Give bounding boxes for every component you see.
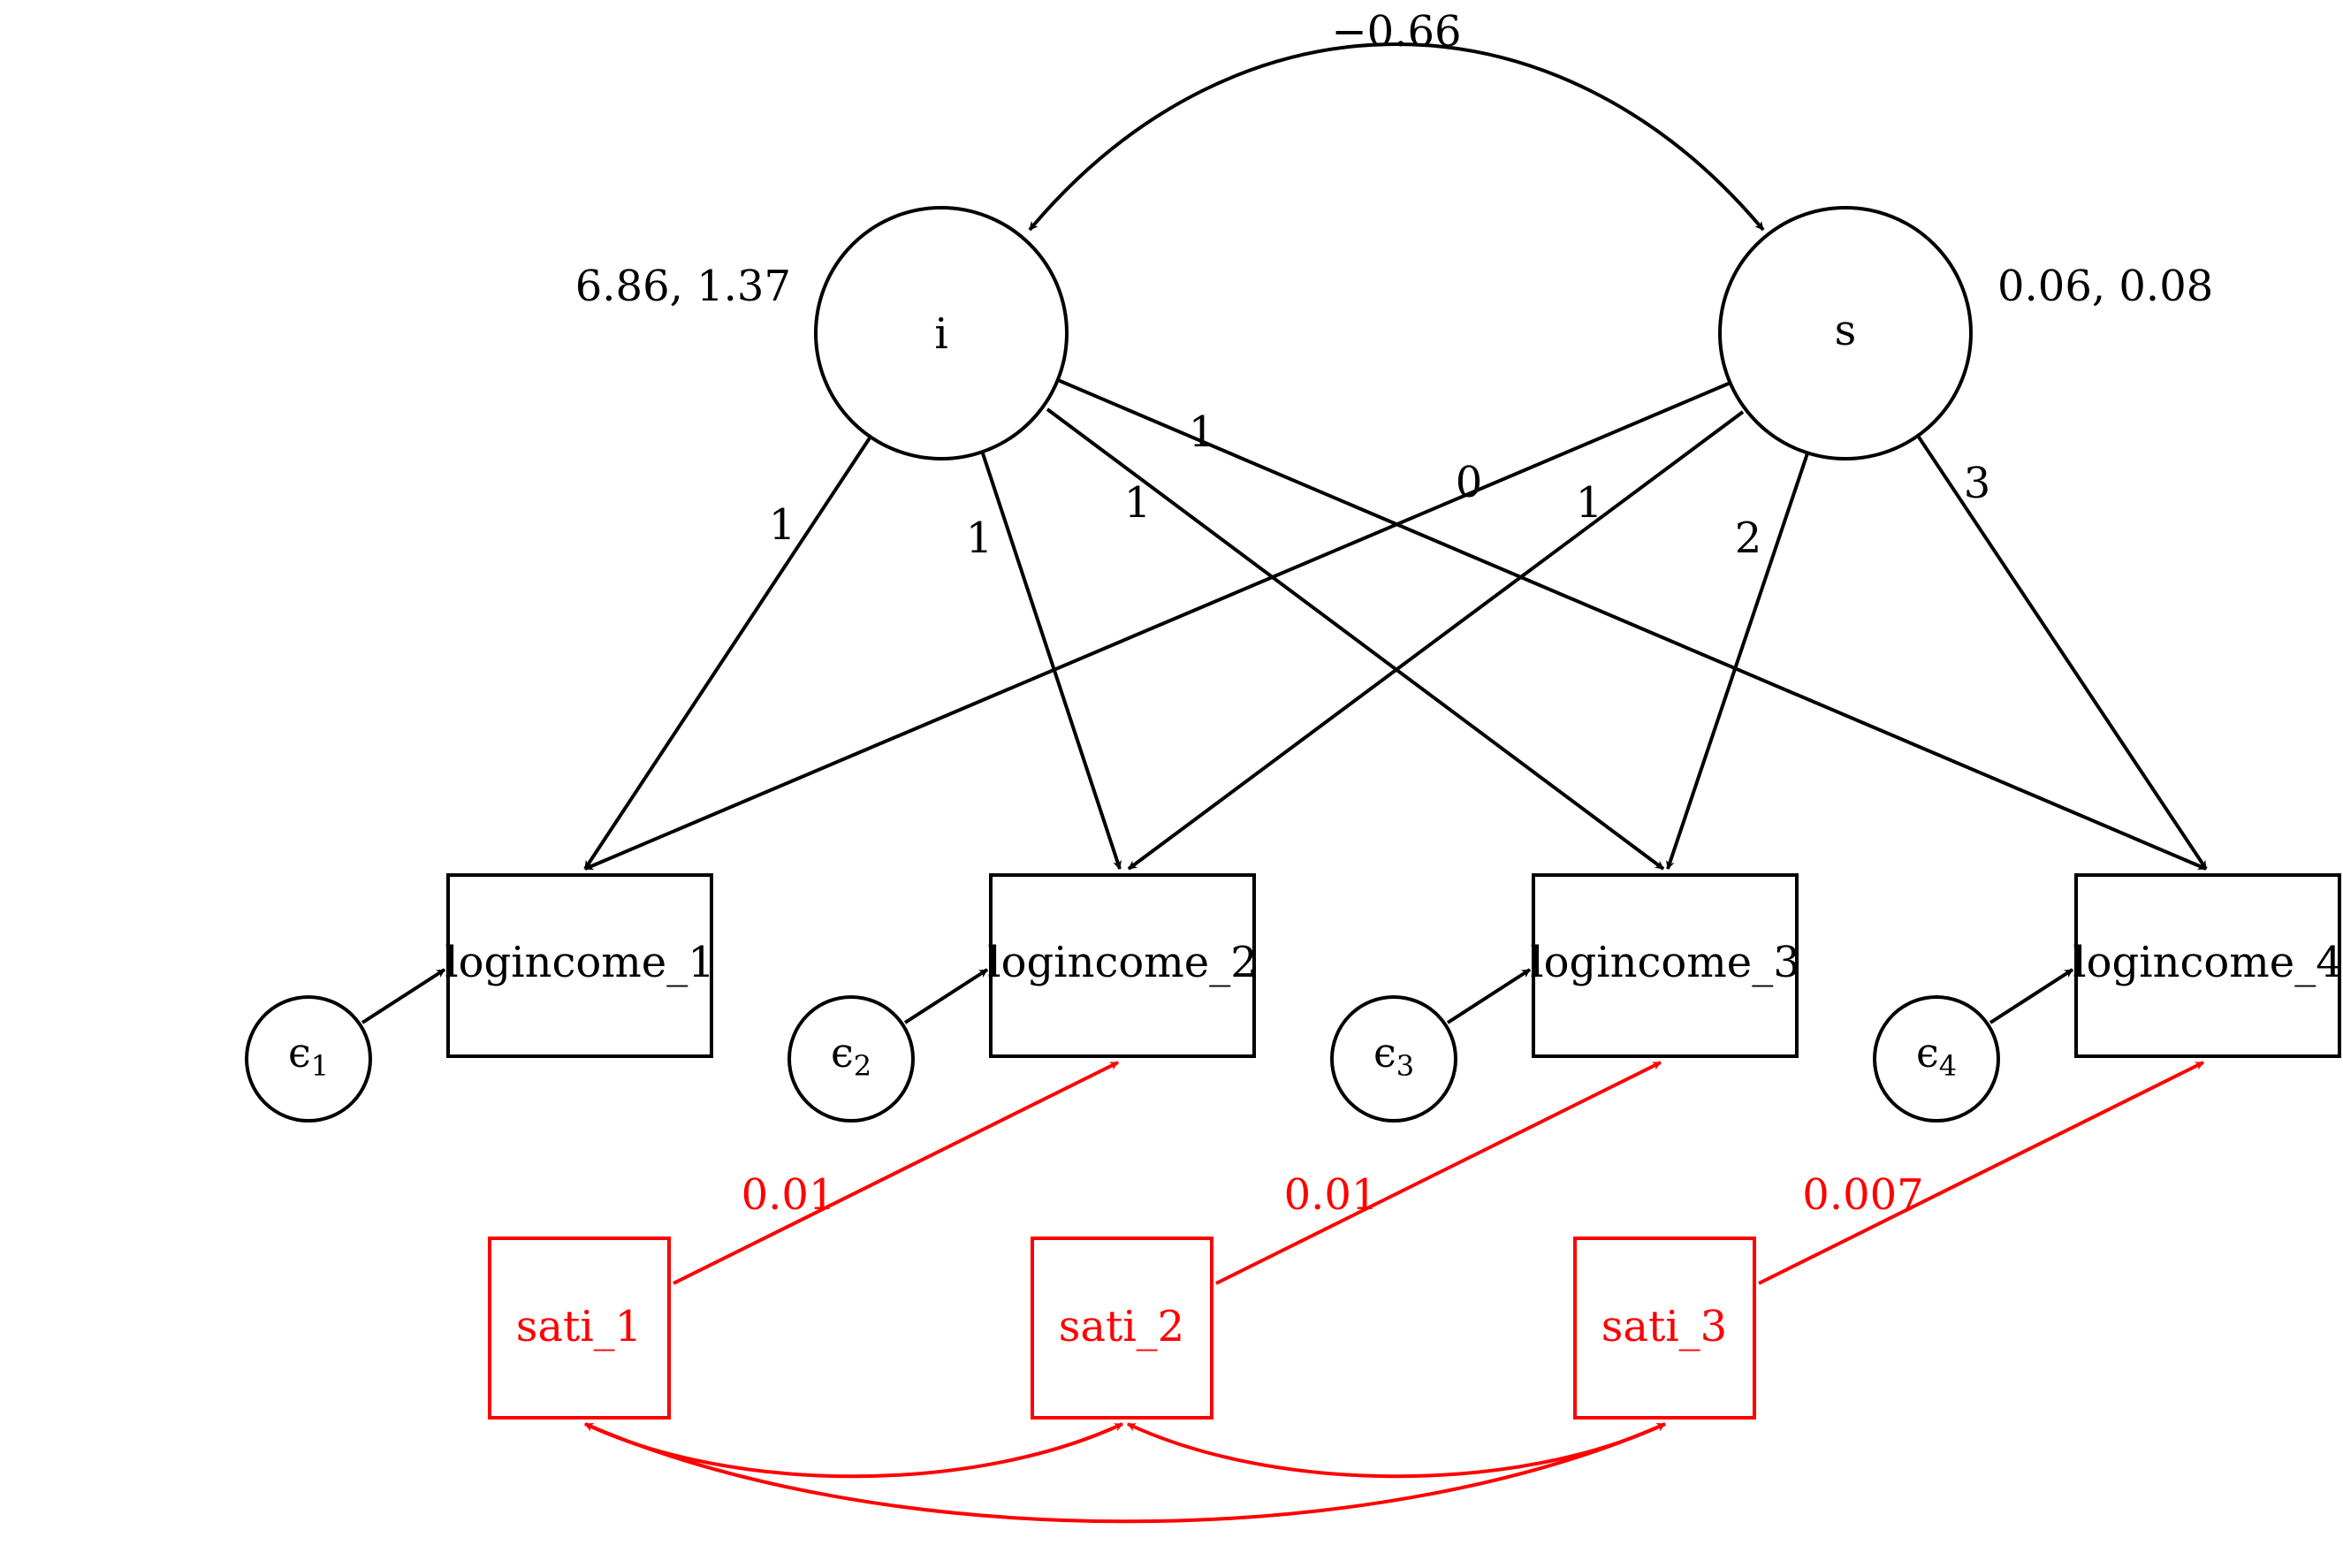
intercept-factor-label: i (934, 309, 947, 359)
svg-text:ϵ2: ϵ2 (831, 1029, 871, 1083)
slope-loading-3: 2 (1735, 514, 1762, 563)
covariate-path-2 (1215, 1061, 1662, 1285)
observed-node-3: logincome_3 (1530, 873, 1800, 1058)
covariate-covariance-1-3 (584, 1422, 1666, 1524)
intercept-path-3 (1046, 407, 1665, 871)
slope-path-3 (1666, 453, 1809, 870)
observed-label-1: logincome_1 (445, 938, 714, 987)
intercept-loading-1: 1 (769, 500, 796, 550)
error-index-2: 2 (854, 1049, 871, 1083)
slope-path-2 (1127, 410, 1745, 871)
observed-node-4: logincome_4 (2073, 873, 2343, 1058)
covariate-covariance-2-3 (1127, 1422, 1666, 1479)
error-path-1 (361, 968, 446, 1024)
slope-loading-4: 3 (1964, 459, 1991, 508)
slope-factor-label: s (1835, 306, 1857, 355)
slope-stats-label: 0.06, 0.08 (1997, 262, 2213, 311)
observed-label-2: logincome_2 (987, 938, 1257, 987)
error-path-3 (1446, 968, 1532, 1024)
error-index-1: 1 (311, 1049, 329, 1083)
error-term-1: ϵ1 (245, 995, 372, 1123)
intercept-path-4 (1057, 378, 2207, 871)
observed-node-2: logincome_2 (987, 873, 1258, 1058)
intercept-path-2 (981, 453, 1122, 870)
intercept-stats-label: 6.86, 1.37 (575, 262, 791, 311)
latent-covariance-arc (1028, 42, 1765, 232)
error-symbol-2: ϵ (831, 1029, 854, 1077)
observed-label-4: logincome_4 (2073, 938, 2342, 987)
covariate-coef-1: 0.01 (742, 1170, 836, 1220)
covariate-node-2: sati_2 (1031, 1237, 1213, 1420)
covariate-path-1 (673, 1061, 1119, 1285)
covariate-label-2: sati_2 (1059, 1302, 1184, 1351)
slope-loading-1: 0 (1456, 458, 1483, 507)
slope-loading-2: 1 (1576, 478, 1603, 528)
error-path-2 (903, 968, 989, 1024)
error-symbol-3: ϵ (1373, 1029, 1396, 1077)
intercept-loading-2: 1 (966, 514, 993, 563)
error-symbol-4: ϵ (1916, 1029, 1939, 1077)
error-path-4 (1989, 968, 2074, 1024)
covariate-coef-2: 0.01 (1284, 1170, 1379, 1220)
svg-text:ϵ4: ϵ4 (1916, 1029, 1957, 1083)
covariate-coef-3: 0.007 (1802, 1170, 1923, 1220)
svg-text:ϵ1: ϵ1 (288, 1029, 329, 1083)
covariate-label-3: sati_3 (1601, 1302, 1727, 1351)
slope-path-4 (1916, 434, 2208, 871)
intercept-factor-node (814, 206, 1069, 461)
observed-node-1: logincome_1 (445, 873, 715, 1058)
covariate-node-1: sati_1 (488, 1237, 671, 1420)
error-index-3: 3 (1396, 1049, 1414, 1083)
observed-label-3: logincome_3 (1530, 938, 1799, 987)
svg-text:ϵ3: ϵ3 (1373, 1029, 1414, 1083)
covariate-covariance-1-2 (584, 1422, 1123, 1479)
error-index-4: 4 (1939, 1049, 1957, 1083)
error-term-4: ϵ4 (1873, 995, 2000, 1123)
intercept-path-1 (583, 435, 872, 871)
error-term-2: ϵ2 (787, 995, 915, 1123)
error-term-3: ϵ3 (1330, 995, 1457, 1123)
slope-factor-node (1718, 206, 1973, 461)
covariate-node-3: sati_3 (1573, 1237, 1756, 1420)
intercept-loading-3: 1 (1124, 478, 1152, 528)
error-symbol-1: ϵ (288, 1029, 311, 1077)
intercept-loading-4: 1 (1189, 407, 1216, 457)
covariate-label-1: sati_1 (516, 1302, 642, 1351)
slope-path-1 (584, 381, 1731, 871)
covariate-path-3 (1758, 1061, 2204, 1285)
latent-covariance-label: −0.66 (1331, 7, 1461, 57)
